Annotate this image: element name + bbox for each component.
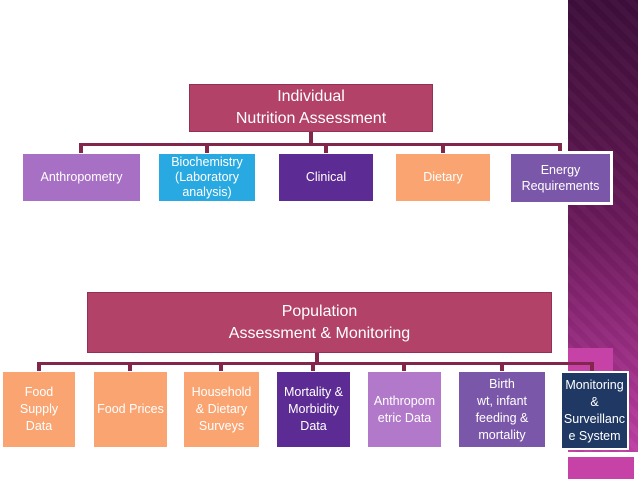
node-label: Birth wt, infant feeding & mortality [475, 376, 529, 442]
connector-line [79, 143, 562, 146]
connector-line [311, 362, 315, 371]
node-label: Anthropometry [40, 170, 123, 184]
node-label: Dietary [423, 170, 463, 184]
node-birth-wt-infant-feeding-mortality: Birth wt, infant feeding & mortality [459, 372, 545, 447]
node-mortality-morbidity-data: Mortality & Morbidity Data [277, 372, 350, 447]
node-label: Clinical [305, 170, 347, 184]
connector-line [309, 132, 313, 143]
connector-line [441, 143, 445, 153]
connector-line [590, 362, 594, 371]
connector-line [79, 143, 83, 153]
connector-line [205, 143, 209, 153]
node-label: Food Supply Data [19, 385, 59, 433]
node-dietary: Dietary [396, 154, 490, 201]
node-label: Individual Nutrition Assessment [235, 88, 387, 127]
connector-line [324, 143, 328, 153]
node-biochemistry: Biochemistry (Laboratory analysis) [159, 154, 255, 201]
connector-line [558, 143, 562, 153]
connector-line [219, 362, 223, 371]
connector-line [500, 362, 504, 371]
node-clinical: Clinical [279, 154, 373, 201]
node-food-supply-data: Food Supply Data [3, 372, 75, 447]
node-label: Food Prices [97, 402, 164, 416]
connector-line [37, 362, 41, 371]
node-label: Monitoring & Surveillanc e System [563, 377, 626, 443]
connector-line [402, 362, 406, 371]
magenta-accent-bottom [568, 457, 634, 479]
connector-line [315, 353, 319, 362]
node-label: Household & Dietary Surveys [191, 385, 252, 433]
node-label: Mortality & Morbidity Data [283, 385, 344, 433]
node-anthropometric-data: Anthropom etric Data [368, 372, 441, 447]
node-label: Population Assessment & Monitoring [228, 302, 411, 342]
node-label: Anthropom etric Data [373, 393, 436, 425]
node-food-prices: Food Prices [94, 372, 167, 447]
connector-line [128, 362, 132, 371]
node-energy-requirements: Energy Requirements [508, 151, 613, 205]
node-individual-nutrition-assessment: Individual Nutrition Assessment [189, 84, 433, 132]
node-label: Biochemistry (Laboratory analysis) [171, 155, 243, 199]
connector-line [37, 362, 594, 365]
node-population-assessment-monitoring: Population Assessment & Monitoring [87, 292, 552, 353]
node-label: Energy Requirements [521, 163, 600, 193]
node-anthropometry: Anthropometry [23, 154, 140, 201]
node-household-dietary-surveys: Household & Dietary Surveys [184, 372, 259, 447]
node-monitoring-surveillance-system: Monitoring & Surveillanc e System [560, 371, 629, 450]
